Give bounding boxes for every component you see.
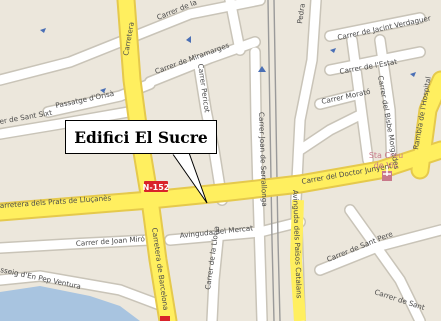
bottom-marker xyxy=(160,316,170,321)
poi-church-icon xyxy=(382,166,392,181)
poi-name-line1: Sta Creu xyxy=(369,151,403,160)
avinguda-paisos-catalans-road xyxy=(289,199,306,321)
location-callout: Edifici El Sucre xyxy=(65,120,217,154)
callout-label: Edifici El Sucre xyxy=(74,127,208,147)
river-water xyxy=(0,286,140,321)
label-pedra-top: Pedra xyxy=(295,3,307,24)
route-shield-label: N-152 xyxy=(143,183,170,192)
poi-name-line2: de Vic xyxy=(374,161,398,170)
poi-label: Sta Creu de Vic xyxy=(369,151,403,170)
route-shield-n152: N-152 xyxy=(143,181,170,192)
label-avinguda-paisos-catalans: Avinguda dels Països Catalans xyxy=(291,190,304,299)
label-carrer-joan-serrallonga: Carrer Joan de Serrallonga xyxy=(257,112,269,207)
